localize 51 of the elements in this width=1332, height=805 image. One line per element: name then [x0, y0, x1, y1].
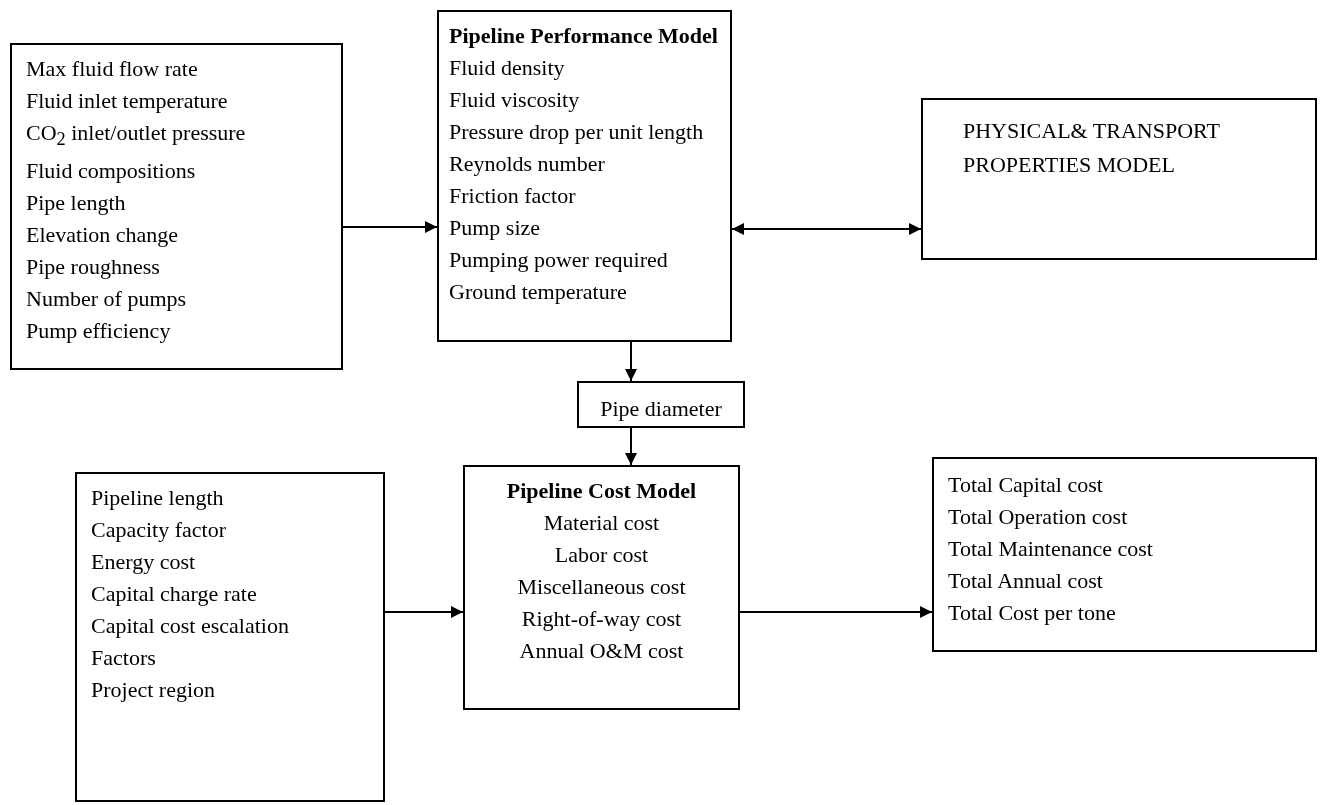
parameter-text: Fluid inlet temperature	[26, 87, 229, 115]
parameter-text: Pipe length	[26, 189, 127, 218]
parameter-text: Ground temperature	[449, 278, 628, 306]
process-box	[577, 381, 745, 428]
parameter-text: Max fluid flow rate	[26, 55, 199, 83]
model-title: Pipeline Cost Model	[505, 477, 698, 505]
process-box	[463, 465, 740, 710]
parameter-text: Total Capital cost	[948, 471, 1104, 499]
parameter-text: Total Operation cost	[948, 503, 1129, 531]
parameter-text: Material cost	[542, 509, 661, 537]
arrow	[625, 427, 637, 466]
arrow	[625, 341, 637, 382]
parameter-text: Total Annual cost	[948, 567, 1104, 595]
parameter-text: Fluid compositions	[26, 157, 197, 186]
arrow	[342, 221, 438, 233]
parameter-text: Total Cost per tone	[948, 599, 1117, 627]
process-box	[437, 10, 732, 342]
parameter-text: Pipe roughness	[26, 253, 161, 282]
parameter-text: Capacity factor	[91, 516, 227, 544]
parameter-text: Pump size	[449, 214, 542, 242]
arrow	[739, 606, 933, 618]
arrow	[384, 606, 464, 618]
parameter-text: Elevation change	[26, 221, 180, 250]
process-box	[932, 457, 1317, 652]
parameter-text: Capital charge rate	[91, 580, 258, 608]
parameter-text: Reynolds number	[449, 150, 606, 178]
parameter-text: PHYSICAL& TRANSPORT PROPERTIES MODEL	[963, 117, 1221, 179]
process-box	[75, 472, 385, 802]
parameter-text: Annual O&M cost	[518, 637, 685, 665]
parameter-text: Labor cost	[553, 541, 650, 569]
parameter-text: Pipe diameter	[599, 395, 723, 423]
parameter-text: Energy cost	[91, 548, 197, 576]
parameter-text: Friction factor	[449, 182, 577, 210]
model-title: Pipeline Performance Model	[449, 22, 719, 50]
parameter-text: Number of pumps	[26, 285, 188, 314]
parameter-text: Right-of-way cost	[520, 605, 683, 633]
parameter-text: Miscellaneous cost	[516, 573, 687, 601]
parameter-text: Fluid viscosity	[449, 86, 581, 114]
parameter-text: Fluid density	[449, 54, 566, 82]
parameter-text: Pump efficiency	[26, 317, 172, 346]
arrow	[731, 223, 922, 235]
parameter-text: Factors	[91, 644, 157, 672]
parameter-text: CO$_{2}$ inlet/outlet pressure	[26, 119, 247, 152]
parameter-text: Pipeline length	[91, 484, 225, 512]
process-box	[10, 43, 343, 370]
parameter-text: Pumping power required	[449, 246, 669, 274]
parameter-text: Total Maintenance cost	[948, 535, 1154, 563]
process-box	[921, 98, 1317, 260]
parameter-text: Pressure drop per unit length	[449, 118, 705, 146]
parameter-text: Capital cost escalation	[91, 612, 290, 640]
parameter-text: Project region	[91, 676, 217, 704]
